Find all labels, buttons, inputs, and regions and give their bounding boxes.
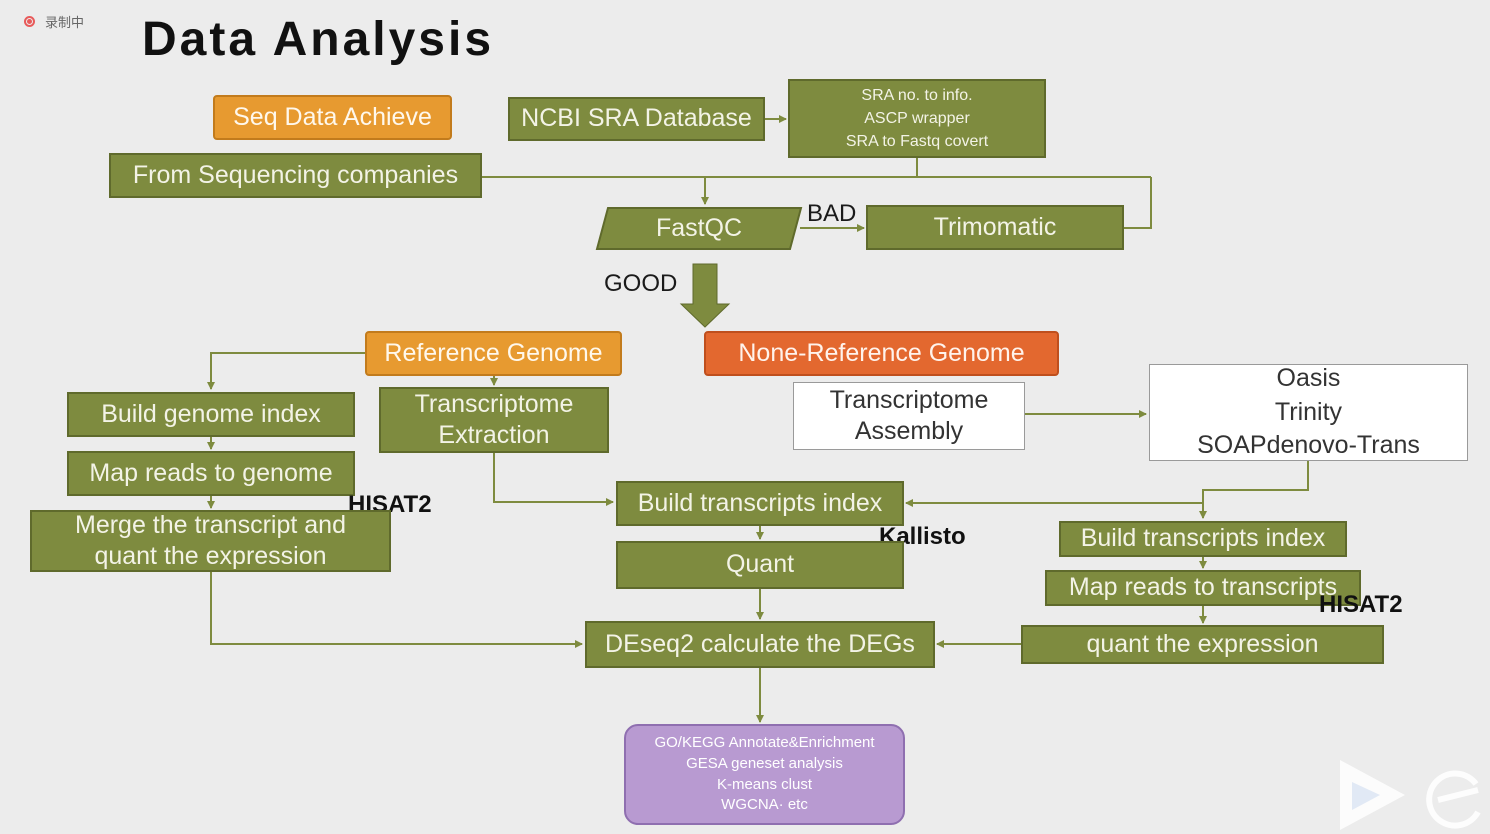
quant-the-expression-node: quant the expression bbox=[1021, 625, 1384, 664]
record-icon bbox=[24, 16, 35, 27]
assemblers-node: Oasis Trinity SOAPdenovo-Trans bbox=[1149, 364, 1468, 461]
good-label: GOOD bbox=[604, 270, 678, 297]
fastqc-node: FastQC bbox=[655, 213, 743, 242]
build-genome-index-node: Build genome index bbox=[67, 392, 355, 437]
transcriptome-assembly-node: Transcriptome Assembly bbox=[793, 382, 1025, 450]
map-reads-to-transcripts-node: Map reads to transcripts bbox=[1045, 570, 1361, 606]
bad-label: BAD bbox=[807, 200, 857, 227]
good-arrow-icon bbox=[679, 263, 731, 328]
ncbi-sra-database-node: NCBI SRA Database bbox=[508, 97, 765, 141]
merge-transcript-quant-node: Merge the transcript and quant the expre… bbox=[30, 510, 391, 572]
trimomatic-node: Trimomatic bbox=[866, 205, 1124, 250]
downstream-analysis-node: GO/KEGG Annotate&Enrichment GESA geneset… bbox=[624, 724, 905, 825]
fastqc-shape bbox=[595, 207, 803, 250]
deseq2-node: DEseq2 calculate the DEGs bbox=[585, 621, 935, 668]
build-transcripts-index-right-node: Build transcripts index bbox=[1059, 521, 1347, 557]
e-logo-icon bbox=[1426, 770, 1481, 829]
reference-genome-node: Reference Genome bbox=[365, 331, 622, 376]
recording-label: 录制中 bbox=[45, 15, 85, 30]
none-reference-genome-node: None-Reference Genome bbox=[704, 331, 1059, 376]
build-transcripts-index-mid-node: Build transcripts index bbox=[616, 481, 904, 526]
seq-data-achieve-node: Seq Data Achieve bbox=[213, 95, 452, 140]
recording-indicator: 录制中 bbox=[24, 12, 84, 31]
hisat2-right-label: HISAT2 bbox=[1319, 591, 1403, 618]
sra-tools-node: SRA no. to info. ASCP wrapper SRA to Fas… bbox=[788, 79, 1046, 158]
page-title: Data Analysis bbox=[142, 13, 495, 66]
transcriptome-extraction-node: Transcriptome Extraction bbox=[379, 387, 609, 453]
map-reads-to-genome-node: Map reads to genome bbox=[67, 451, 355, 496]
quant-node: Quant bbox=[616, 541, 904, 589]
from-sequencing-companies-node: From Sequencing companies bbox=[109, 153, 482, 198]
